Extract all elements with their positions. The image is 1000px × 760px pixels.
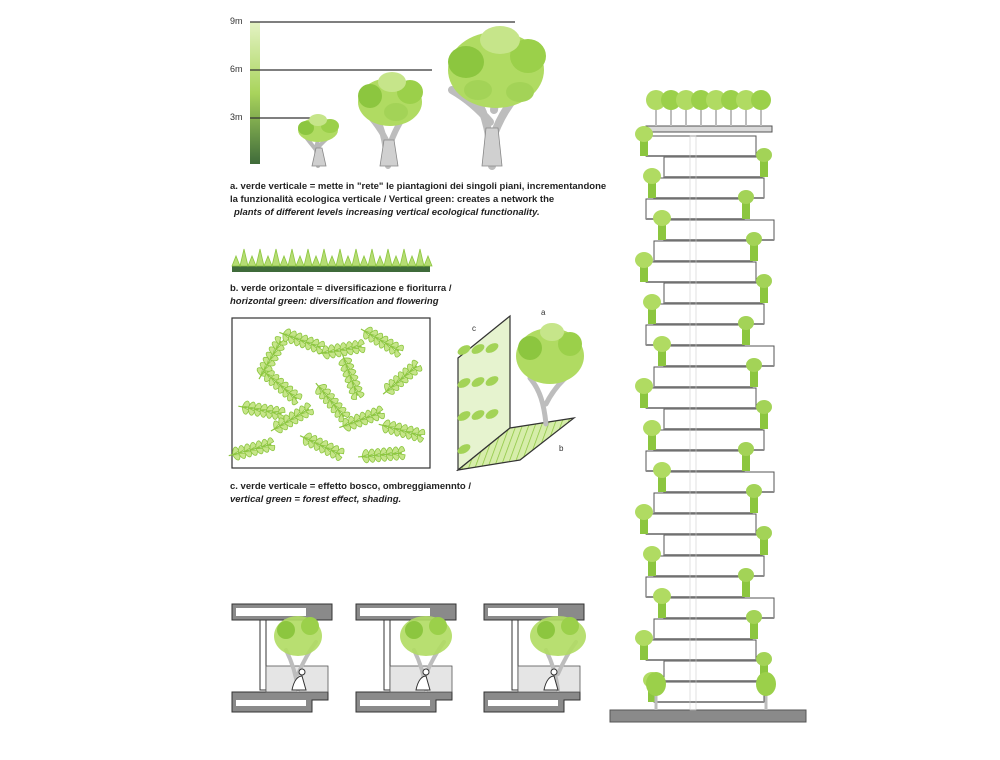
leaf-pattern-box (228, 317, 431, 469)
tower-elevation (609, 90, 807, 723)
tree-large (448, 26, 546, 170)
caption-c-line1: c. verde verticale = effetto bosco, ombr… (230, 481, 471, 492)
caption-a-line2: la funzionalità ecologica verticale / Ve… (230, 194, 555, 205)
caption-c: c. verde verticale = effetto bosco, ombr… (230, 480, 530, 506)
panel-letter-a: a (541, 308, 546, 317)
scale-label-6m: 6m (230, 64, 243, 74)
caption-b: b. verde orizontale = diversificazione e… (230, 282, 530, 308)
panel-letter-b: b (559, 444, 564, 453)
panel-letter-c: c (472, 324, 476, 333)
grass-strip (231, 248, 433, 272)
caption-c-line2: vertical green = forest effect, shading. (230, 494, 402, 505)
balcony-sections (231, 603, 586, 713)
perspective-panel (455, 314, 584, 472)
caption-a-line3: plants of different levels increasing ve… (234, 207, 540, 218)
tree-small (298, 114, 339, 168)
tree-medium (358, 72, 423, 169)
scale-label-9m: 9m (230, 16, 243, 26)
caption-a-line1: a. verde verticale = mette in "rete" le … (230, 181, 607, 192)
scale-label-3m: 3m (230, 112, 243, 122)
caption-b-line1: b. verde orizontale = diversificazione e… (230, 283, 452, 294)
caption-b-line2: horizontal green: diversification and fl… (230, 296, 439, 307)
caption-a: a. verde verticale = mette in "rete" le … (230, 180, 630, 219)
